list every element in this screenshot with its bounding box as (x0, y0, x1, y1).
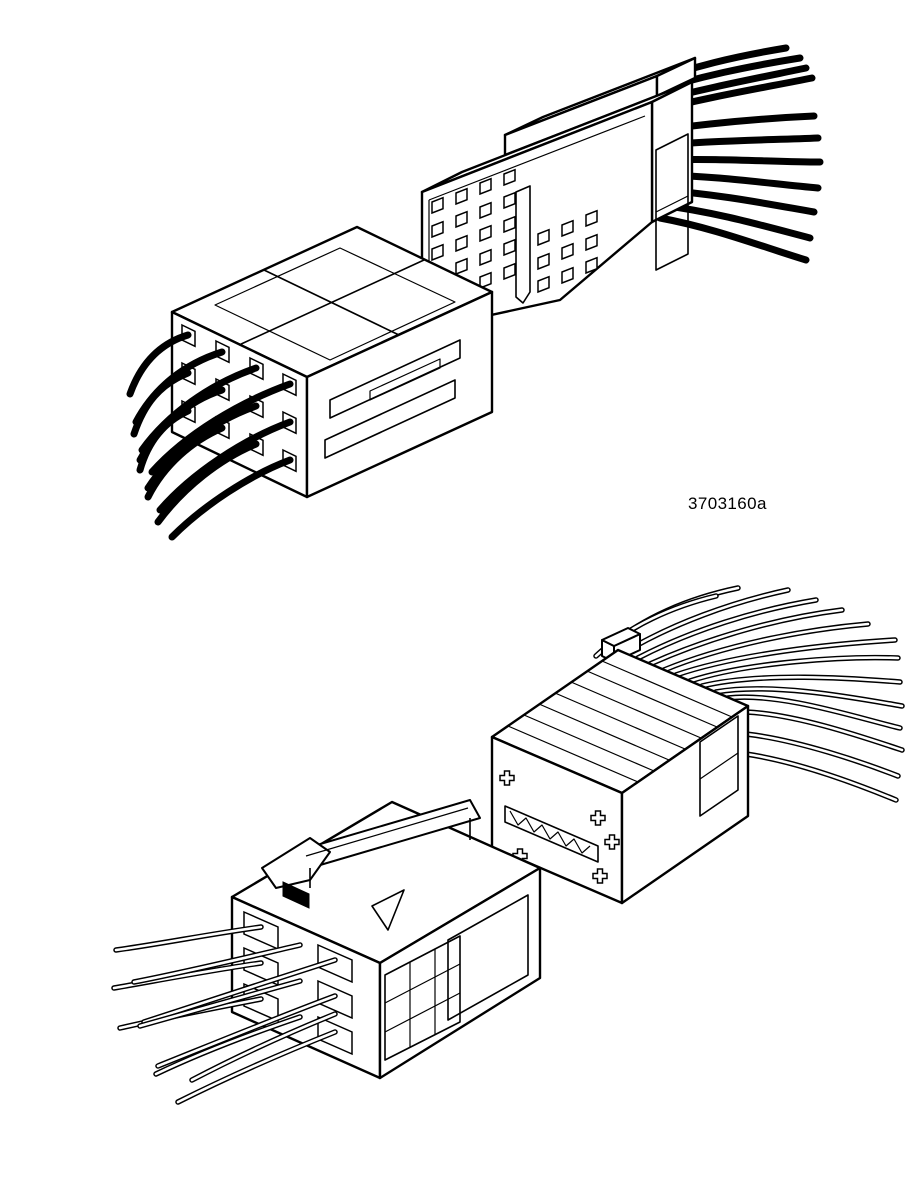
bottom-left-connector-body (230, 799, 542, 1080)
figure-code-label: 3703160a (688, 494, 767, 513)
bottom-left-connector (114, 799, 542, 1102)
bottom-connector-pair-illustration (114, 588, 902, 1102)
bottom-right-connector-body (490, 627, 750, 905)
top-left-connector (126, 225, 494, 541)
top-right-connector-body (420, 56, 697, 332)
top-left-connector-wires (126, 331, 294, 541)
bottom-right-connector (490, 588, 902, 905)
top-connector-pair-illustration (126, 44, 824, 541)
top-right-connector (420, 44, 824, 332)
